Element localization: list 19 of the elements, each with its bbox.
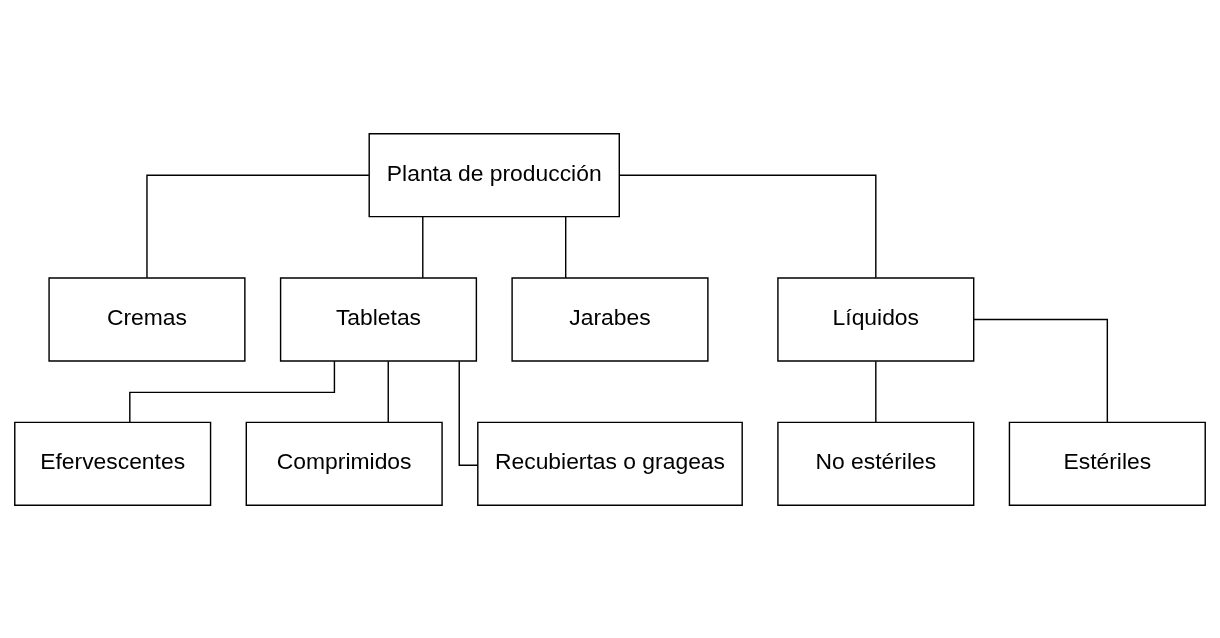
connector bbox=[146, 173, 370, 278]
node-box: No estériles bbox=[777, 421, 975, 506]
node-box: Estériles bbox=[1008, 421, 1206, 506]
connector bbox=[422, 215, 424, 279]
connector bbox=[565, 215, 567, 279]
node-box: Jarabes bbox=[511, 276, 709, 362]
connector bbox=[619, 173, 877, 278]
node-box: Efervescentes bbox=[14, 421, 212, 506]
connector bbox=[458, 360, 479, 466]
node-box: Recubiertas o grageas bbox=[477, 421, 743, 506]
connector bbox=[129, 359, 336, 423]
node-box: Tabletas bbox=[279, 276, 478, 362]
node-box: Cremas bbox=[48, 276, 246, 362]
node-box: Líquidos bbox=[777, 276, 975, 362]
connector bbox=[387, 360, 389, 423]
connector bbox=[973, 318, 1109, 423]
node-box: Comprimidos bbox=[245, 421, 443, 506]
node-box: Planta de producción bbox=[368, 132, 620, 217]
connector bbox=[875, 360, 877, 423]
